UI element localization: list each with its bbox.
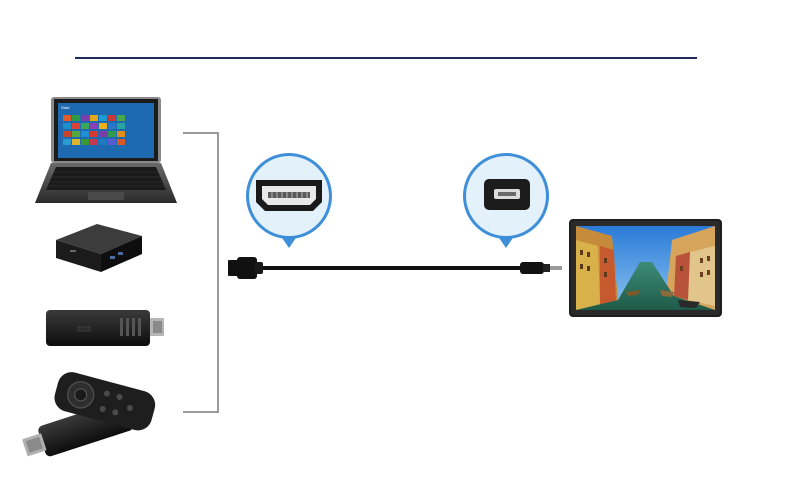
hdmi-port-icon xyxy=(256,180,322,211)
device-group-bracket xyxy=(183,132,219,413)
hdmi-plug-icon xyxy=(228,257,263,279)
mini-pc-icon xyxy=(56,224,142,272)
remote-control-icon xyxy=(54,372,156,431)
monitor-screen-image xyxy=(576,226,715,310)
compute-stick-icon xyxy=(46,310,164,346)
laptop-screen-text: Start xyxy=(61,105,70,110)
portable-monitor-icon xyxy=(569,219,722,317)
start-tiles xyxy=(63,115,125,145)
mini-hdmi-port-icon xyxy=(484,179,530,210)
mini-hdmi-plug-icon xyxy=(520,262,562,274)
laptop-icon: Start xyxy=(35,97,177,203)
